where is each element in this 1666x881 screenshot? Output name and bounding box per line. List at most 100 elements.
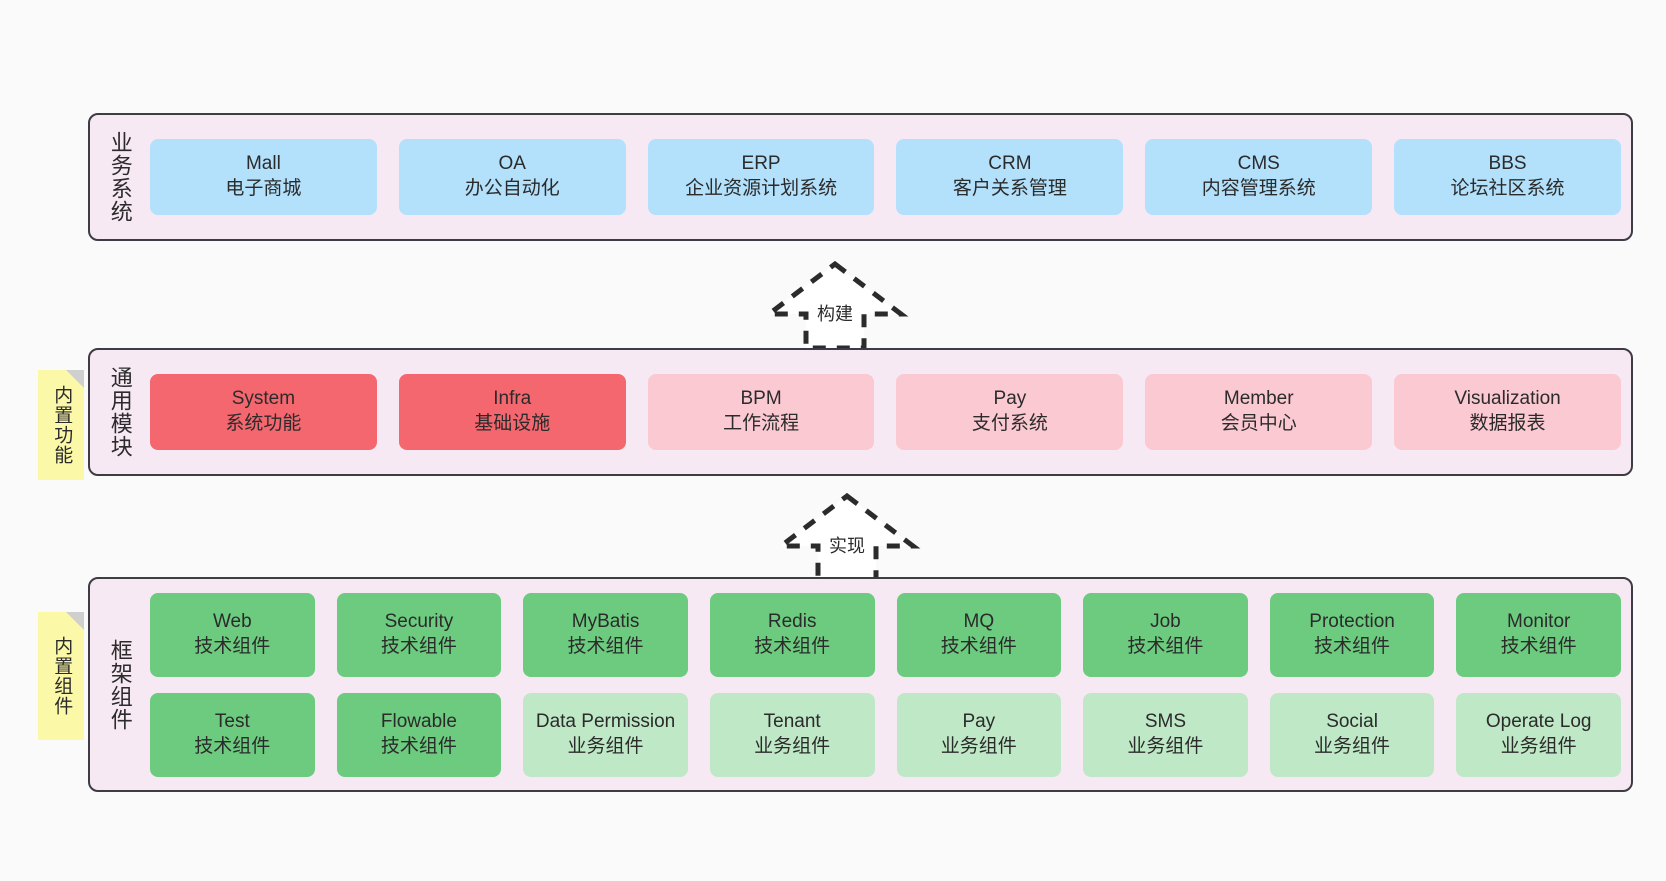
card-operate-log-cn: 业务组件	[1500, 735, 1577, 757]
card-operate-log[interactable]: Operate Log 业务组件	[1456, 692, 1621, 777]
card-crm[interactable]: CRM 客户关系管理	[896, 139, 1124, 215]
card-mq-cn: 技术组件	[940, 635, 1017, 657]
card-protection-en: Protection	[1309, 610, 1395, 632]
implement-arrow-shape	[773, 492, 921, 583]
card-infra-en: Infra	[493, 388, 532, 410]
card-mybatis-cn: 技术组件	[567, 635, 644, 657]
card-data-permission-cn: 业务组件	[567, 735, 644, 757]
card-mall-en: Mall	[245, 153, 281, 175]
layer-body-modules: System 系统功能 Infra 基础设施 BPM 工作流程 Pay 支付系统…	[140, 358, 1621, 466]
card-bbs-cn: 论坛社区系统	[1450, 178, 1565, 199]
card-pay-component[interactable]: Pay 业务组件	[896, 692, 1062, 777]
card-erp[interactable]: ERP 企业资源计划系统	[647, 139, 875, 215]
card-test-en: Test	[214, 710, 250, 732]
layer-common-modules: 通用模块 System 系统功能 Infra 基础设施 BPM 工作流程 Pay…	[88, 348, 1633, 476]
card-system-cn: 系统功能	[225, 413, 302, 434]
build-arrow-shape	[761, 260, 909, 351]
card-monitor-en: Monitor	[1507, 610, 1571, 632]
card-member-cn: 会员中心	[1220, 413, 1297, 434]
card-system-en: System	[231, 388, 296, 410]
card-bpm-en: BPM	[740, 388, 782, 410]
card-mq-en: MQ	[963, 610, 995, 632]
card-job[interactable]: Job 技术组件	[1083, 592, 1248, 677]
card-oa-en: OA	[498, 153, 526, 175]
card-security-cn: 技术组件	[380, 635, 457, 657]
card-sms[interactable]: SMS 业务组件	[1083, 692, 1248, 777]
card-system[interactable]: System 系统功能	[150, 374, 377, 450]
card-flowable-en: Flowable	[380, 710, 457, 732]
card-social-en: Social	[1326, 710, 1378, 732]
card-protection-cn: 技术组件	[1314, 635, 1391, 657]
layer-framework-components: 框架组件 Web 技术组件 Security 技术组件 MyBatis 技术组件…	[88, 577, 1633, 792]
card-monitor[interactable]: Monitor 技术组件	[1456, 592, 1621, 677]
card-bbs[interactable]: BBS 论坛社区系统	[1394, 139, 1621, 215]
card-bbs-en: BBS	[1488, 153, 1527, 175]
card-cms-cn: 内容管理系统	[1201, 178, 1316, 199]
card-tenant[interactable]: Tenant 业务组件	[709, 692, 875, 777]
card-member-en: Member	[1223, 388, 1294, 410]
layer-title-framework: 框架组件	[107, 638, 133, 731]
row-modules-1: System 系统功能 Infra 基础设施 BPM 工作流程 Pay 支付系统…	[150, 374, 1621, 450]
card-oa-cn: 办公自动化	[464, 178, 560, 199]
card-test-cn: 技术组件	[194, 735, 271, 757]
card-mq[interactable]: MQ 技术组件	[896, 592, 1062, 677]
card-visualization[interactable]: Visualization 数据报表	[1394, 374, 1621, 450]
card-tenant-cn: 业务组件	[754, 735, 831, 757]
card-infra[interactable]: Infra 基础设施	[398, 374, 626, 450]
card-erp-en: ERP	[741, 153, 781, 175]
card-oa[interactable]: OA 办公自动化	[398, 139, 626, 215]
card-social[interactable]: Social 业务组件	[1269, 692, 1435, 777]
card-redis-en: Redis	[767, 610, 817, 632]
card-pay-module[interactable]: Pay 支付系统	[896, 374, 1124, 450]
card-mybatis[interactable]: MyBatis 技术组件	[523, 592, 688, 677]
card-web-en: Web	[212, 610, 252, 632]
card-visualization-cn: 数据报表	[1469, 413, 1546, 434]
card-redis[interactable]: Redis 技术组件	[709, 592, 875, 677]
card-protection[interactable]: Protection 技术组件	[1269, 592, 1435, 677]
card-job-cn: 技术组件	[1127, 635, 1204, 657]
layer-body-business: Mall 电子商城 OA 办公自动化 ERP 企业资源计划系统 CRM 客户关系…	[140, 123, 1621, 231]
card-cms-en: CMS	[1237, 153, 1280, 175]
layer-title-business: 业务系统	[107, 131, 133, 223]
card-web-cn: 技术组件	[194, 635, 271, 657]
card-mall-cn: 电子商城	[225, 178, 302, 199]
card-operate-log-en: Operate Log	[1485, 710, 1592, 732]
card-social-cn: 业务组件	[1314, 735, 1391, 757]
card-sms-cn: 业务组件	[1127, 735, 1204, 757]
card-web[interactable]: Web 技术组件	[150, 592, 315, 677]
card-data-permission-en: Data Permission	[535, 710, 676, 732]
note-builtin-function: 内置功能	[38, 370, 84, 480]
card-visualization-en: Visualization	[1454, 388, 1561, 410]
card-member[interactable]: Member 会员中心	[1145, 374, 1373, 450]
row-framework-2: Test 技术组件 Flowable 技术组件 Data Permission …	[150, 692, 1621, 777]
card-security-en: Security	[384, 610, 454, 632]
card-security[interactable]: Security 技术组件	[336, 592, 502, 677]
card-monitor-cn: 技术组件	[1500, 635, 1577, 657]
card-test[interactable]: Test 技术组件	[150, 692, 315, 777]
card-flowable-cn: 技术组件	[380, 735, 457, 757]
layer-title-modules: 通用模块	[107, 366, 133, 458]
layer-business-systems: 业务系统 Mall 电子商城 OA 办公自动化 ERP 企业资源计划系统 CRM…	[88, 113, 1633, 241]
card-crm-cn: 客户关系管理	[952, 178, 1067, 199]
card-pay-module-en: Pay	[993, 388, 1027, 410]
implement-arrow: 实现	[772, 490, 922, 586]
card-bpm[interactable]: BPM 工作流程	[647, 374, 875, 450]
card-data-permission[interactable]: Data Permission 业务组件	[523, 692, 688, 777]
card-cms[interactable]: CMS 内容管理系统	[1145, 139, 1373, 215]
card-erp-cn: 企业资源计划系统	[685, 178, 838, 199]
card-mall[interactable]: Mall 电子商城	[150, 139, 377, 215]
card-bpm-cn: 工作流程	[723, 413, 800, 434]
build-arrow: 构建	[760, 258, 910, 354]
card-crm-en: CRM	[988, 153, 1032, 175]
card-job-en: Job	[1150, 610, 1181, 632]
card-pay-component-cn: 业务组件	[940, 735, 1017, 757]
note-builtin-component: 内置组件	[38, 612, 84, 740]
card-sms-en: SMS	[1144, 710, 1187, 732]
row-business-1: Mall 电子商城 OA 办公自动化 ERP 企业资源计划系统 CRM 客户关系…	[150, 139, 1621, 215]
row-framework-1: Web 技术组件 Security 技术组件 MyBatis 技术组件 Redi…	[150, 592, 1621, 677]
layer-body-framework: Web 技术组件 Security 技术组件 MyBatis 技术组件 Redi…	[140, 587, 1621, 782]
card-flowable[interactable]: Flowable 技术组件	[336, 692, 502, 777]
card-redis-cn: 技术组件	[754, 635, 831, 657]
card-infra-cn: 基础设施	[474, 413, 551, 434]
